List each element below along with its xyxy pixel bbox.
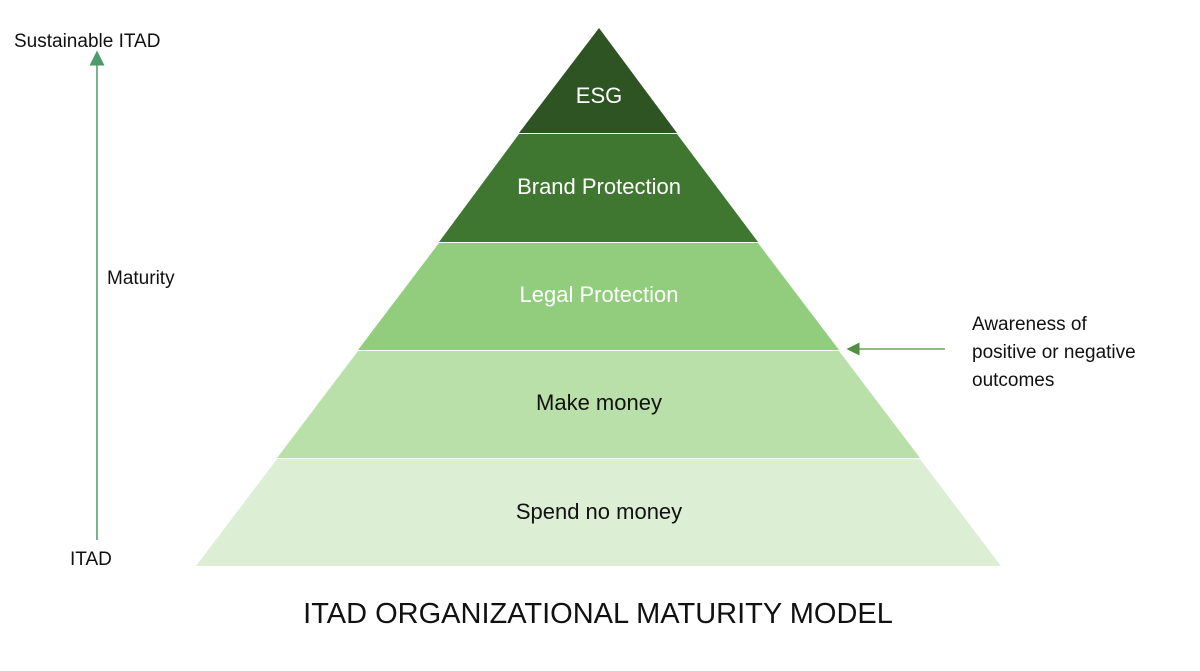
tier-5-label: Spend no money (516, 499, 682, 524)
outcomes-annotation: Awareness of positive or negative outcom… (846, 314, 1141, 391)
tier-2-shape (439, 134, 758, 242)
tier-3-shape (358, 243, 839, 350)
diagram-title: ITAD ORGANIZATIONAL MATURITY MODEL (303, 598, 893, 630)
tier-1-label: ESG (576, 83, 622, 108)
pyramid-tier-4: Make money (277, 351, 920, 458)
annotation-line-1: Awareness of (972, 314, 1087, 335)
pyramid: ESG Brand Protection Legal Protection Ma… (196, 28, 1001, 566)
tier-1-shape (519, 28, 677, 133)
maturity-axis: Sustainable ITAD Maturity ITAD (14, 31, 175, 570)
tier-3-label: Legal Protection (520, 282, 679, 307)
annotation-line-2: positive or negative (972, 342, 1136, 363)
axis-bottom-label: ITAD (70, 549, 112, 570)
tier-4-shape (277, 351, 920, 458)
pyramid-tier-2: Brand Protection (439, 134, 758, 242)
tier-5-shape (196, 459, 1001, 566)
pyramid-tier-3: Legal Protection (358, 243, 839, 350)
axis-top-label: Sustainable ITAD (14, 31, 160, 52)
pyramid-tier-1: ESG (519, 28, 677, 133)
annotation-line-3: outcomes (972, 370, 1054, 391)
tier-4-label: Make money (536, 390, 662, 415)
tier-2-label: Brand Protection (517, 174, 681, 199)
annotation-text: Awareness of positive or negative outcom… (972, 314, 1141, 391)
axis-middle-label: Maturity (107, 268, 175, 289)
pyramid-tier-5: Spend no money (196, 459, 1001, 566)
